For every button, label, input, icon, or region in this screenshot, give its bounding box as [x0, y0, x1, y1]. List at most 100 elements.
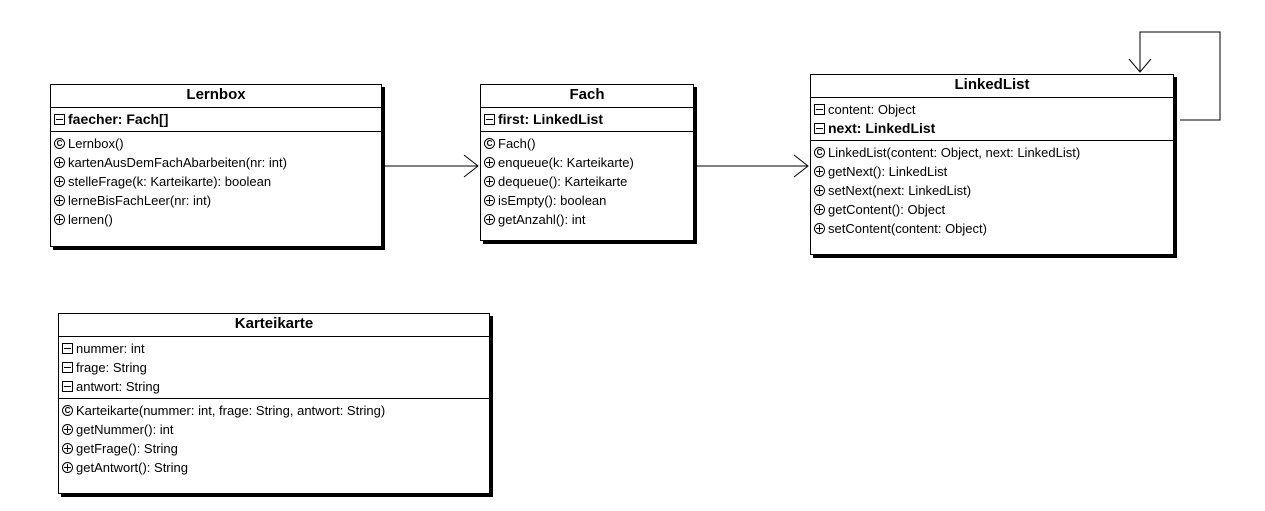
method-icon [814, 166, 825, 177]
method-row: Karteikarte(nummer: int, frage: String, … [62, 401, 489, 420]
method-text: Fach() [498, 136, 536, 151]
method-row: setContent(content: Object) [814, 219, 1173, 238]
class-lernbox[interactable]: Lernbox faecher: Fach[] Lernbox() karten… [50, 84, 382, 247]
field-text: first: LinkedList [498, 111, 604, 127]
methods-section: Fach() enqueue(k: Karteikarte) dequeue()… [481, 132, 693, 231]
fields-section: nummer: int frage: String antwort: Strin… [59, 337, 489, 399]
method-text: isEmpty(): boolean [498, 193, 607, 208]
arrowhead-open [1128, 58, 1152, 73]
constructor-icon [54, 138, 65, 149]
method-row: getNummer(): int [62, 420, 489, 439]
methods-section: LinkedList(content: Object, next: Linked… [811, 141, 1173, 240]
method-row: lerneBisFachLeer(nr: int) [54, 191, 381, 210]
field-text: next: LinkedList [828, 120, 936, 136]
method-text: getAntwort(): String [76, 460, 188, 475]
field-row: first: LinkedList [484, 110, 693, 129]
field-icon [54, 114, 65, 125]
association-linkedlist-self [1128, 31, 1221, 121]
class-fach[interactable]: Fach first: LinkedList Fach() enqueue(k:… [480, 84, 694, 241]
field-icon [814, 123, 825, 134]
field-icon [814, 104, 825, 115]
method-row: getAntwort(): String [62, 458, 489, 477]
method-text: Lernbox() [68, 136, 124, 151]
method-text: setContent(content: Object) [828, 221, 987, 236]
field-text: content: Object [828, 102, 916, 117]
method-text: dequeue(): Karteikarte [498, 174, 628, 189]
method-text: lerneBisFachLeer(nr: int) [68, 193, 212, 208]
method-icon [54, 157, 65, 168]
class-linkedlist[interactable]: LinkedList content: Object next: LinkedL… [810, 74, 1174, 255]
class-karteikarte[interactable]: Karteikarte nummer: int frage: String an… [58, 313, 490, 494]
field-text: antwort: String [76, 379, 160, 394]
field-icon [62, 362, 73, 373]
method-icon [484, 214, 495, 225]
field-text: frage: String [76, 360, 147, 375]
method-icon [62, 443, 73, 454]
methods-section: Lernbox() kartenAusDemFachAbarbeiten(nr:… [51, 132, 381, 231]
field-icon [62, 343, 73, 354]
method-text: getFrage(): String [76, 441, 178, 456]
field-row: next: LinkedList [814, 119, 1173, 138]
method-row: getAnzahl(): int [484, 210, 693, 229]
method-row: isEmpty(): boolean [484, 191, 693, 210]
fields-section: content: Object next: LinkedList [811, 98, 1173, 141]
class-name: LinkedList [811, 75, 1173, 98]
constructor-icon [484, 138, 495, 149]
method-text: enqueue(k: Karteikarte) [498, 155, 634, 170]
method-text: stelleFrage(k: Karteikarte): boolean [68, 174, 272, 189]
method-row: Fach() [484, 134, 693, 153]
method-text: getNummer(): int [76, 422, 174, 437]
fields-section: first: LinkedList [481, 108, 693, 132]
field-row: nummer: int [62, 339, 489, 358]
method-icon [814, 223, 825, 234]
field-text: nummer: int [76, 341, 145, 356]
arrowhead-open [793, 154, 809, 178]
method-text: LinkedList(content: Object, next: Linked… [828, 145, 1081, 160]
class-name: Karteikarte [59, 314, 489, 337]
method-row: kartenAusDemFachAbarbeiten(nr: int) [54, 153, 381, 172]
constructor-icon [62, 405, 73, 416]
field-row: content: Object [814, 100, 1173, 119]
field-row: frage: String [62, 358, 489, 377]
method-icon [62, 424, 73, 435]
association-fach-linkedlist [694, 154, 809, 178]
arrowhead-open [463, 154, 479, 178]
class-name: Fach [481, 85, 693, 108]
fields-section: faecher: Fach[] [51, 108, 381, 132]
method-icon [814, 185, 825, 196]
method-icon [484, 157, 495, 168]
method-row: setNext(next: LinkedList) [814, 181, 1173, 200]
method-row: enqueue(k: Karteikarte) [484, 153, 693, 172]
method-row: getNext(): LinkedList [814, 162, 1173, 181]
method-icon [54, 214, 65, 225]
method-row: getFrage(): String [62, 439, 489, 458]
method-icon [54, 195, 65, 206]
method-text: setNext(next: LinkedList) [828, 183, 972, 198]
method-icon [54, 176, 65, 187]
method-text: lernen() [68, 212, 113, 227]
constructor-icon [814, 147, 825, 158]
method-row: getContent(): Object [814, 200, 1173, 219]
method-row: stelleFrage(k: Karteikarte): boolean [54, 172, 381, 191]
method-text: getAnzahl(): int [498, 212, 586, 227]
method-row: LinkedList(content: Object, next: Linked… [814, 143, 1173, 162]
field-row: faecher: Fach[] [54, 110, 381, 129]
method-row: Lernbox() [54, 134, 381, 153]
method-row: dequeue(): Karteikarte [484, 172, 693, 191]
method-text: getNext(): LinkedList [828, 164, 948, 179]
method-icon [484, 176, 495, 187]
method-row: lernen() [54, 210, 381, 229]
method-icon [814, 204, 825, 215]
methods-section: Karteikarte(nummer: int, frage: String, … [59, 399, 489, 479]
method-text: kartenAusDemFachAbarbeiten(nr: int) [68, 155, 287, 170]
field-icon [484, 114, 495, 125]
field-icon [62, 381, 73, 392]
method-icon [484, 195, 495, 206]
method-icon [62, 462, 73, 473]
field-text: faecher: Fach[] [68, 111, 169, 127]
field-row: antwort: String [62, 377, 489, 396]
class-name: Lernbox [51, 85, 381, 108]
association-lernbox-fach [382, 154, 479, 178]
